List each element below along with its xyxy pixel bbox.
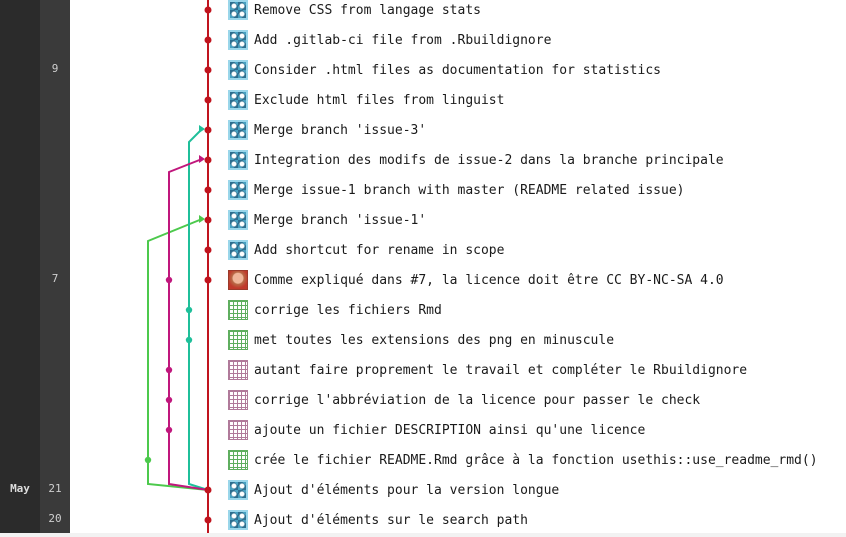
commit-message[interactable]: Integration des modifs de issue-2 dans l…	[254, 152, 724, 168]
commit-row[interactable]: Consider .html files as documentation fo…	[226, 55, 846, 85]
commit-row[interactable]: corrige l'abbréviation de la licence pou…	[226, 385, 846, 415]
day-gutter	[40, 0, 70, 537]
main-commit-dot	[204, 96, 212, 104]
main-commit-dot	[204, 186, 212, 194]
author-avatar[interactable]	[228, 330, 248, 350]
branch-commit-dot	[185, 306, 193, 314]
commit-message[interactable]: ajoute un fichier DESCRIPTION ainsi qu'u…	[254, 422, 646, 438]
author-avatar[interactable]	[228, 480, 248, 500]
commit-message[interactable]: Exclude html files from linguist	[254, 92, 505, 108]
commit-message[interactable]: Add shortcut for rename in scope	[254, 242, 505, 258]
author-avatar[interactable]	[228, 120, 248, 140]
author-avatar[interactable]	[228, 210, 248, 230]
commit-row[interactable]: corrige les fichiers Rmd	[226, 295, 846, 325]
commit-message[interactable]: Merge issue-1 branch with master (README…	[254, 182, 685, 198]
commit-message[interactable]: Remove CSS from langage stats	[254, 2, 481, 18]
main-commit-dot	[204, 216, 212, 224]
main-commit-dot	[204, 36, 212, 44]
commit-row[interactable]: Ajout d'éléments pour la version longue	[226, 475, 846, 505]
branch-line-issue-2	[168, 158, 209, 491]
commit-row[interactable]: ajoute un fichier DESCRIPTION ainsi qu'u…	[226, 415, 846, 445]
commit-row[interactable]: Ajout d'éléments sur le search path	[226, 505, 846, 535]
commit-message[interactable]: Ajout d'éléments sur le search path	[254, 512, 528, 528]
branch-line-issue-1	[147, 218, 209, 491]
author-avatar[interactable]	[228, 150, 248, 170]
commit-row[interactable]: autant faire proprement le travail et co…	[226, 355, 846, 385]
commit-message[interactable]: Merge branch 'issue-3'	[254, 122, 427, 138]
bottom-divider	[0, 533, 846, 537]
branch-commit-dot	[185, 336, 193, 344]
commit-row[interactable]: Merge branch 'issue-3'	[226, 115, 846, 145]
main-commit-dot	[204, 516, 212, 524]
branch-commit-dot	[165, 366, 173, 374]
commit-message[interactable]: autant faire proprement le travail et co…	[254, 362, 748, 378]
commit-message[interactable]: crée le fichier README.Rmd grâce à la fo…	[254, 452, 818, 468]
month-gutter	[0, 0, 40, 537]
author-avatar[interactable]	[228, 270, 248, 290]
commit-row[interactable]: Add shortcut for rename in scope	[226, 235, 846, 265]
commit-row[interactable]: met toutes les extensions des png en min…	[226, 325, 846, 355]
main-commit-dot	[204, 246, 212, 254]
commit-message[interactable]: Comme expliqué dans #7, la licence doit …	[254, 272, 724, 288]
author-avatar[interactable]	[228, 390, 248, 410]
author-avatar[interactable]	[228, 420, 248, 440]
commit-row[interactable]: Merge issue-1 branch with master (README…	[226, 175, 846, 205]
main-commit-dot	[204, 6, 212, 14]
author-avatar[interactable]	[228, 240, 248, 260]
day-label: 7	[51, 272, 59, 285]
commit-message[interactable]: corrige l'abbréviation de la licence pou…	[254, 392, 701, 408]
commit-message[interactable]: Ajout d'éléments pour la version longue	[254, 482, 560, 498]
commit-row[interactable]: Integration des modifs de issue-2 dans l…	[226, 145, 846, 175]
author-avatar[interactable]	[228, 300, 248, 320]
commit-message[interactable]: met toutes les extensions des png en min…	[254, 332, 615, 348]
commit-message[interactable]: Consider .html files as documentation fo…	[254, 62, 661, 78]
branch-line-issue-2-arrow	[199, 155, 205, 163]
main-commit-dot	[204, 276, 212, 284]
commit-message[interactable]: corrige les fichiers Rmd	[254, 302, 442, 318]
main-commit-dot	[204, 66, 212, 74]
day-label: 9	[51, 62, 59, 75]
branch-line-issue-3-arrow	[199, 125, 205, 133]
main-commit-dot	[204, 126, 212, 134]
commit-message[interactable]: Add .gitlab-ci file from .Rbuildignore	[254, 32, 552, 48]
commit-row[interactable]: crée le fichier README.Rmd grâce à la fo…	[226, 445, 846, 475]
author-avatar[interactable]	[228, 510, 248, 530]
branch-commit-dot	[144, 456, 152, 464]
author-avatar[interactable]	[228, 450, 248, 470]
commit-row[interactable]: Merge branch 'issue-1'	[226, 205, 846, 235]
branch-commit-dot	[165, 426, 173, 434]
author-avatar[interactable]	[228, 30, 248, 50]
author-avatar[interactable]	[228, 360, 248, 380]
month-label: May	[10, 482, 30, 495]
commit-row[interactable]: Comme expliqué dans #7, la licence doit …	[226, 265, 846, 295]
branch-commit-dot	[165, 276, 173, 284]
author-avatar[interactable]	[228, 0, 248, 20]
commit-row[interactable]: Add .gitlab-ci file from .Rbuildignore	[226, 25, 846, 55]
day-label: 21	[48, 482, 62, 495]
main-commit-dot	[204, 486, 212, 494]
commit-row[interactable]: Exclude html files from linguist	[226, 85, 846, 115]
author-avatar[interactable]	[228, 180, 248, 200]
commit-message[interactable]: Merge branch 'issue-1'	[254, 212, 427, 228]
author-avatar[interactable]	[228, 90, 248, 110]
main-commit-dot	[204, 156, 212, 164]
branch-line-issue-1-arrow	[199, 215, 205, 223]
author-avatar[interactable]	[228, 60, 248, 80]
day-label: 20	[48, 512, 62, 525]
branch-commit-dot	[165, 396, 173, 404]
commit-row[interactable]: Remove CSS from langage stats	[226, 0, 846, 25]
